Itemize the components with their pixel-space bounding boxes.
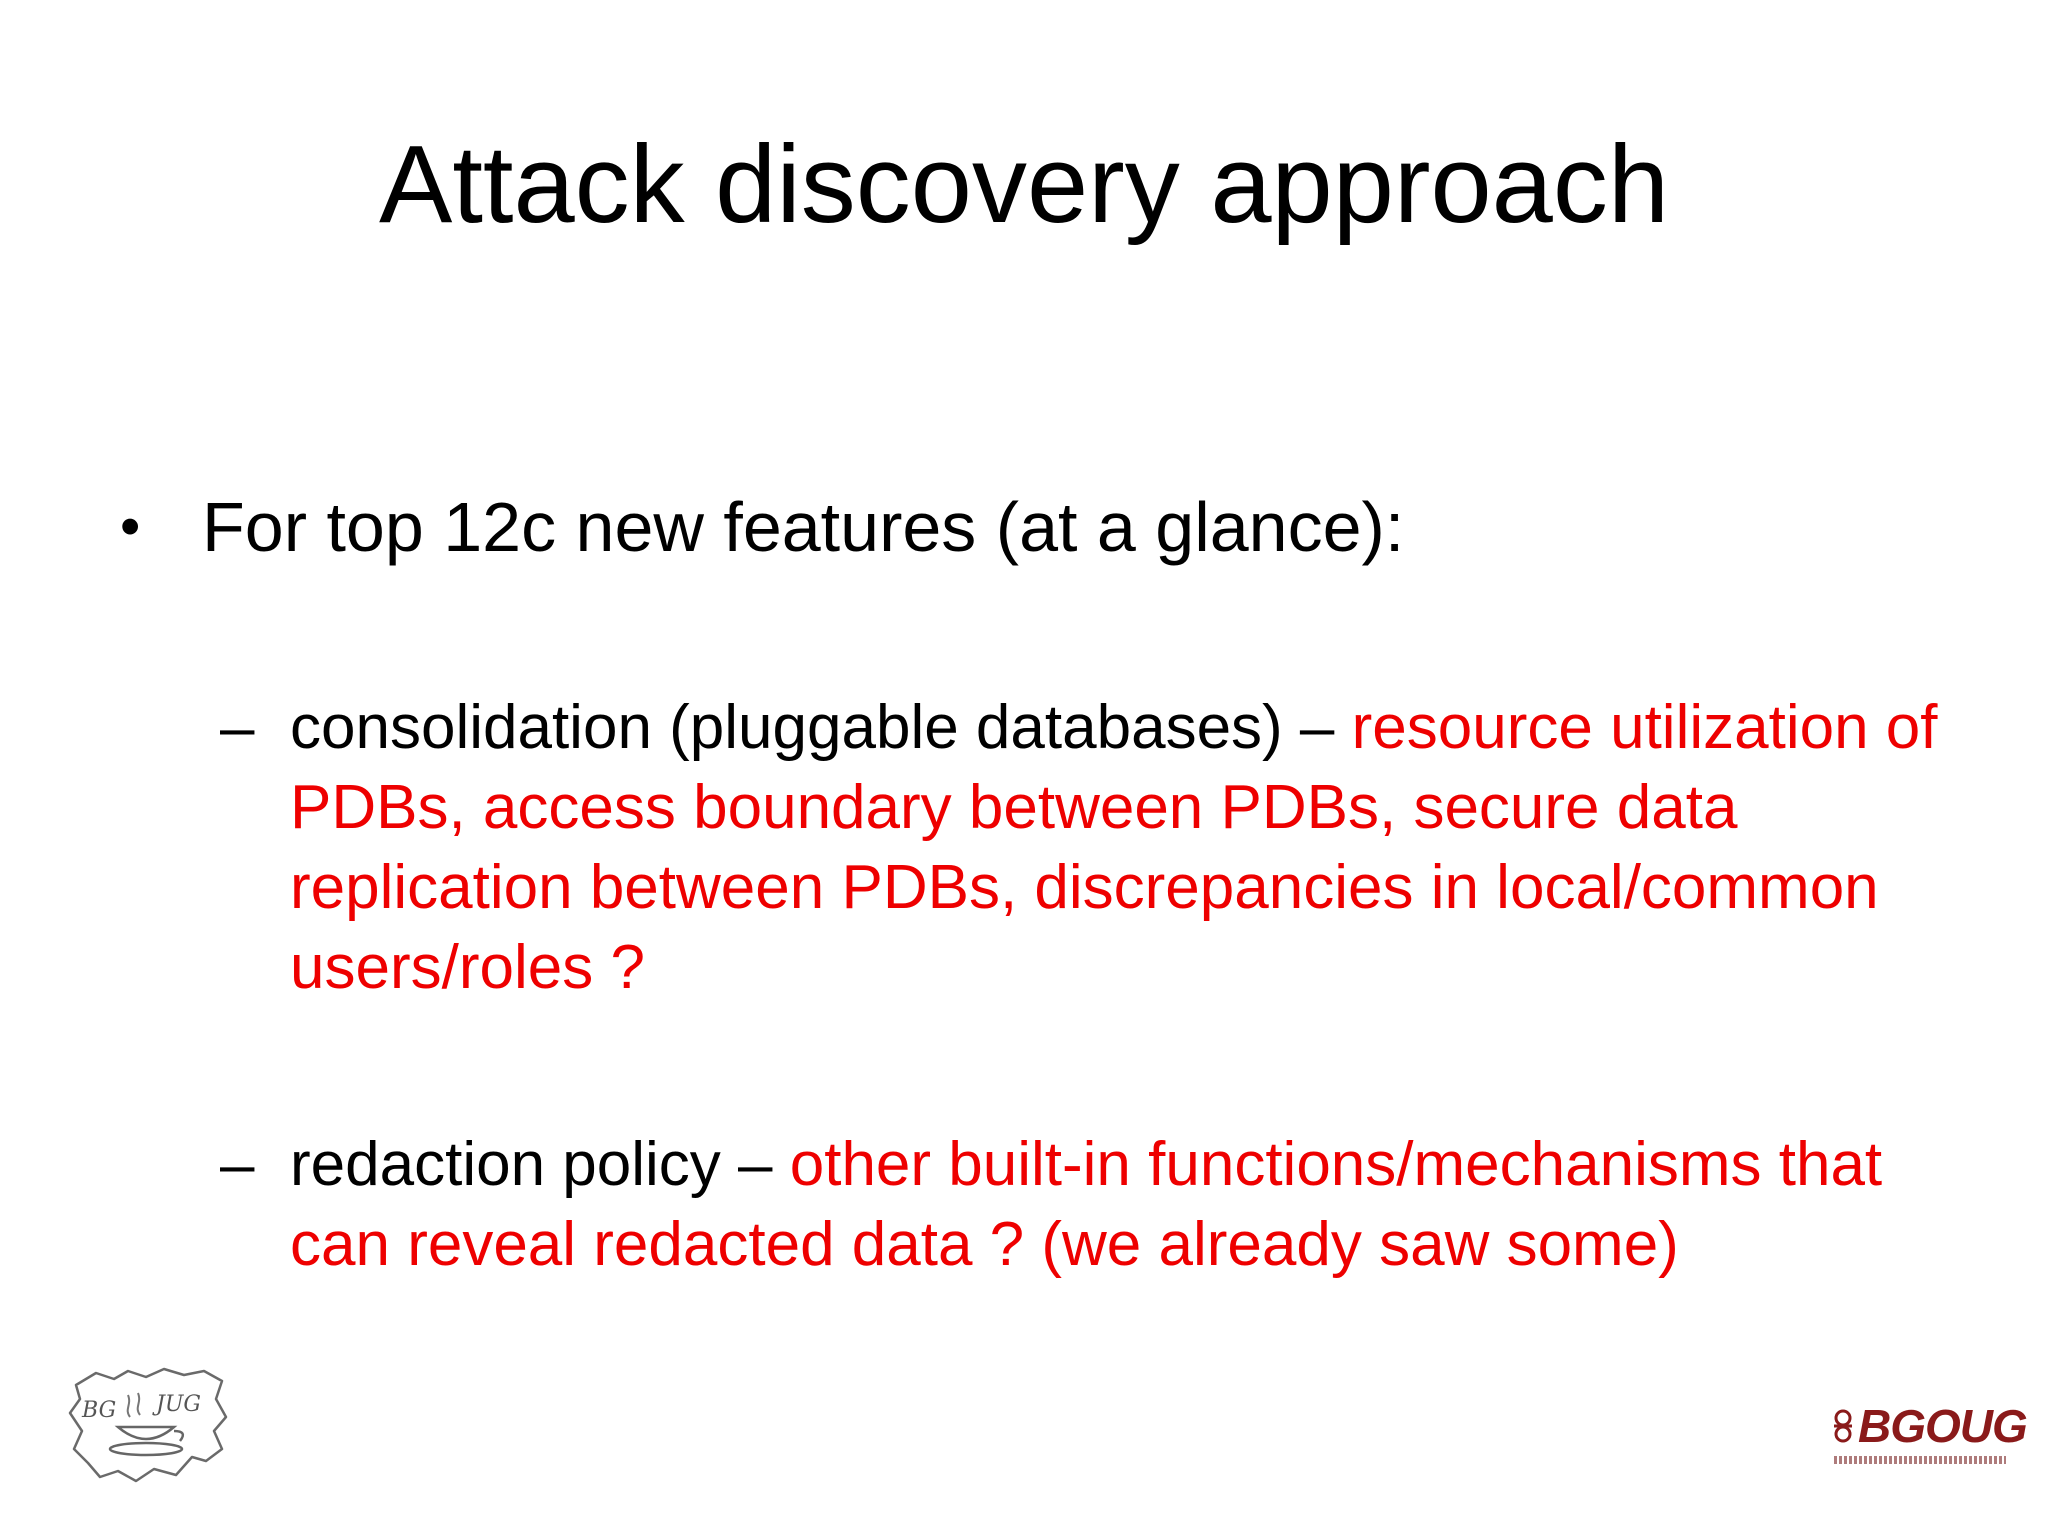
dash-icon: –	[220, 1130, 255, 1199]
dash-icon: –	[220, 693, 255, 762]
svg-text:BG: BG	[81, 1398, 116, 1423]
bgoug-wordmark: BGOUG	[1858, 1400, 2028, 1452]
sub-item-lead: redaction policy –	[290, 1130, 790, 1199]
sub-item-lead: consolidation (pluggable databases) –	[290, 693, 1352, 762]
slide-title: Attack discovery approach	[378, 123, 1670, 246]
bgjug-logo: BG JUG	[66, 1365, 232, 1487]
svg-text:JUG: JUG	[152, 1392, 201, 1417]
bgoug-logo: BGOUG	[1828, 1400, 2028, 1470]
bulgaria-map-icon: BG JUG	[68, 1367, 228, 1483]
bullet-text: For top 12c new features (at a glance):	[202, 488, 1405, 566]
sub-item-body: redaction policy – other built-in functi…	[290, 1125, 1990, 1285]
sub-item-body: consolidation (pluggable databases) – re…	[290, 688, 1990, 1008]
sub-item-highlight: resource utilization of PDBs, access bou…	[290, 693, 1938, 1002]
sub-item-highlight: other built-in functions/mechanisms that…	[290, 1130, 1883, 1279]
bgoug-tagline-icon	[1834, 1456, 2006, 1464]
sub-item-consolidation: – consolidation (pluggable databases) – …	[220, 688, 2010, 1018]
bullet-dot-icon: •	[120, 494, 141, 559]
sub-item-redaction: – redaction policy – other built-in func…	[220, 1125, 2010, 1295]
bgoug-mark-icon	[1834, 1409, 1852, 1443]
